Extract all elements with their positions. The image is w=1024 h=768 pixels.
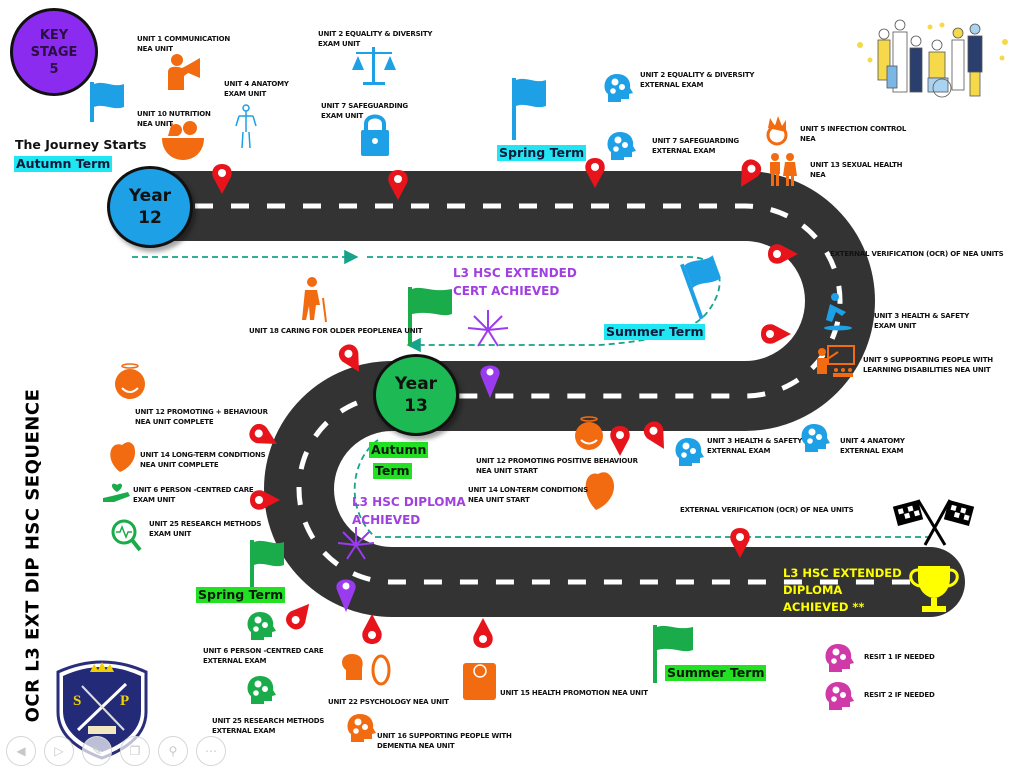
unit-25-external-label: UNIT 25 RESEARCH METHODS EXTERNAL EXAM [212, 717, 325, 735]
year-13-label: Year [394, 374, 438, 394]
sequence-title: OCR L3 EXT DIP HSC SEQUENCE [22, 388, 44, 723]
green-flag-icon [250, 287, 693, 683]
slides-icon: ❐ [129, 744, 141, 758]
chequered-flags-icon [892, 499, 975, 546]
next-slide-button[interactable]: ▷ [44, 736, 74, 766]
unit-15-label: UNIT 15 HEALTH PROMOTION NEA UNIT [500, 689, 648, 697]
journey-start-label: The Journey Starts [15, 137, 147, 152]
unit-2-external-label: UNIT 2 EQUALITY & DIVERSITY EXTERNAL EXA… [640, 71, 755, 89]
cert-achieved-line1: L3 HSC EXTENDED [453, 266, 577, 280]
unit-4-external-label: UNIT 4 ANATOMY EXTERNAL EXAM [840, 437, 905, 455]
see-all-slides-button[interactable]: ❐ [120, 736, 150, 766]
skeleton-icon [235, 104, 257, 149]
unit-6-external-label: UNIT 6 PERSON -CENTRED CARE EXTERNAL EXA… [203, 647, 324, 665]
year13-autumn-term-line2: Term [373, 463, 412, 479]
ext-diploma-line3: ACHIEVED ** [783, 600, 865, 614]
external-verification-2: EXTERNAL VERIFICATION (OCR) OF NEA UNITS [680, 506, 854, 514]
year13-autumn-term-line1: Autumn [369, 442, 429, 458]
purple-pins [336, 365, 500, 612]
slip-hazard-icon [824, 293, 852, 331]
unit-22-label: UNIT 22 PSYCHOLOGY NEA UNIT [328, 698, 449, 706]
school-crest [56, 660, 148, 760]
scales-feet-icon [463, 663, 496, 700]
fireworks-icon [337, 310, 509, 560]
unit-4-exam-label: UNIT 4 ANATOMY EXAM UNIT [224, 80, 289, 98]
padlock-icon [361, 114, 389, 156]
unit-18-label: UNIT 18 CARING FOR OLDER PEOPLENEA UNIT [249, 327, 423, 335]
crest-letter-left: S [73, 693, 81, 709]
unit-6-exam-label: UNIT 6 PERSON -CENTRED CARE EXAM UNIT [133, 486, 254, 504]
zoom-button[interactable]: ⚲ [158, 736, 188, 766]
ext-diploma-line2: DIPLOMA [783, 583, 843, 597]
heart-organ-icon [110, 442, 615, 510]
unit-14-complete-label: UNIT 14 LONG-TERM CONDITIONS NEA UNIT CO… [140, 451, 266, 469]
trophy-icon [909, 566, 959, 612]
unit-16-label: UNIT 16 SUPPORTING PEOPLE WITH DEMENTIA … [377, 732, 512, 750]
research-magnifier-icon [111, 519, 142, 552]
magenta-brain-gears-head-icon [825, 644, 854, 710]
road-lane-dashes [195, 203, 940, 585]
pen-tool-button[interactable]: ✎ [82, 736, 112, 766]
unit-12-complete-label: UNIT 12 PROMOTING + BEHAVIOUR NEA UNIT C… [135, 408, 268, 426]
more-icon: ⋯ [205, 744, 217, 758]
external-verification-1: EXTERNAL VERIFICATION (OCR) OF NEA UNITS [830, 250, 1004, 258]
ext-diploma-line1: L3 HSC EXTENDED [783, 566, 902, 580]
unit-10-label: UNIT 10 NUTRITION NEA UNIT [137, 110, 211, 128]
unit-1-label: UNIT 1 COMMUNICATION NEA UNIT [137, 35, 231, 53]
unit-2-exam-label: UNIT 2 EQUALITY & DIVERSITY EXAM UNIT [318, 30, 433, 48]
year-12-badge: Year 12 [107, 166, 193, 248]
year13-spring-term: Spring Term [196, 587, 286, 603]
crest-letter-right: P [120, 693, 129, 709]
cert-achieved-line2: CERT ACHIEVED [453, 284, 560, 298]
diploma-achieved-line1: L3 HSC DIPLOMA [352, 495, 466, 509]
unit-3-external-label: UNIT 3 HEALTH & SAFETY EXTERNAL EXAM [707, 437, 803, 455]
unit-3-exam-label: UNIT 3 HEALTH & SAFETY EXAM UNIT [874, 312, 970, 330]
elderly-person-icon [302, 277, 327, 323]
teacher-icon [817, 345, 855, 377]
fruit-bowl-icon [162, 121, 204, 160]
magnifier-icon: ⚲ [168, 744, 178, 758]
heart-hand-icon [103, 483, 130, 502]
dementia-head-icon [347, 714, 376, 742]
unit-25-exam-label: UNIT 25 RESEARCH METHODS EXAM UNIT [149, 520, 262, 538]
year-12-label: Year [128, 186, 172, 206]
family-illustration [857, 19, 1008, 98]
flag-icon [90, 78, 721, 320]
year-12-number: 12 [138, 208, 162, 228]
resit-1-label: RESIT 1 IF NEEDED [864, 653, 935, 661]
psychology-mirror-icon [342, 654, 391, 686]
unit-7-exam-label: UNIT 7 SAFEGUARDING EXAM UNIT [321, 102, 408, 120]
unit-12-start-label: UNIT 12 PROMOTING POSITIVE BEHAVIOUR NEA… [476, 457, 638, 475]
key-stage-line2: STAGE [30, 44, 78, 60]
megaphone-person-icon [168, 54, 200, 90]
couple-icon [770, 153, 797, 186]
unit-7-external-label: UNIT 7 SAFEGUARDING EXTERNAL EXAM [652, 137, 739, 155]
year13-summer-term: Summer Term [665, 665, 767, 681]
diploma-achieved-line2: ACHIEVED [352, 513, 421, 527]
infection-hand-icon [766, 116, 788, 146]
unit-5-label: UNIT 5 INFECTION CONTROL NEA [800, 125, 907, 143]
unit-14-start-label: UNIT 14 LON-TERM CONDITIONS NEA UNIT STA… [468, 486, 588, 504]
year-13-number: 13 [404, 396, 428, 416]
unit-13-label: UNIT 13 SEXUAL HEALTH NEA [810, 161, 903, 179]
more-options-button[interactable]: ⋯ [196, 736, 226, 766]
year-13-badge: Year 13 [373, 354, 459, 436]
unit-9-label: UNIT 9 SUPPORTING PEOPLE WITH LEARNING D… [863, 356, 993, 374]
arrow-left-icon: ◀ [16, 744, 26, 758]
key-stage-badge: KEY STAGE 5 [10, 8, 98, 96]
key-stage-line1: KEY [39, 27, 69, 43]
pen-icon: ✎ [91, 744, 103, 758]
previous-slide-button[interactable]: ◀ [6, 736, 36, 766]
key-stage-number: 5 [49, 61, 59, 77]
year12-autumn-term: Autumn Term [14, 156, 113, 172]
year12-spring-term: Spring Term [497, 145, 587, 161]
halo-smiley-icon [115, 363, 603, 450]
play-icon: ▷ [54, 744, 64, 758]
year12-summer-term: Summer Term [604, 324, 706, 340]
scales-of-justice-icon [352, 47, 396, 85]
resit-2-label: RESIT 2 IF NEEDED [864, 691, 935, 699]
